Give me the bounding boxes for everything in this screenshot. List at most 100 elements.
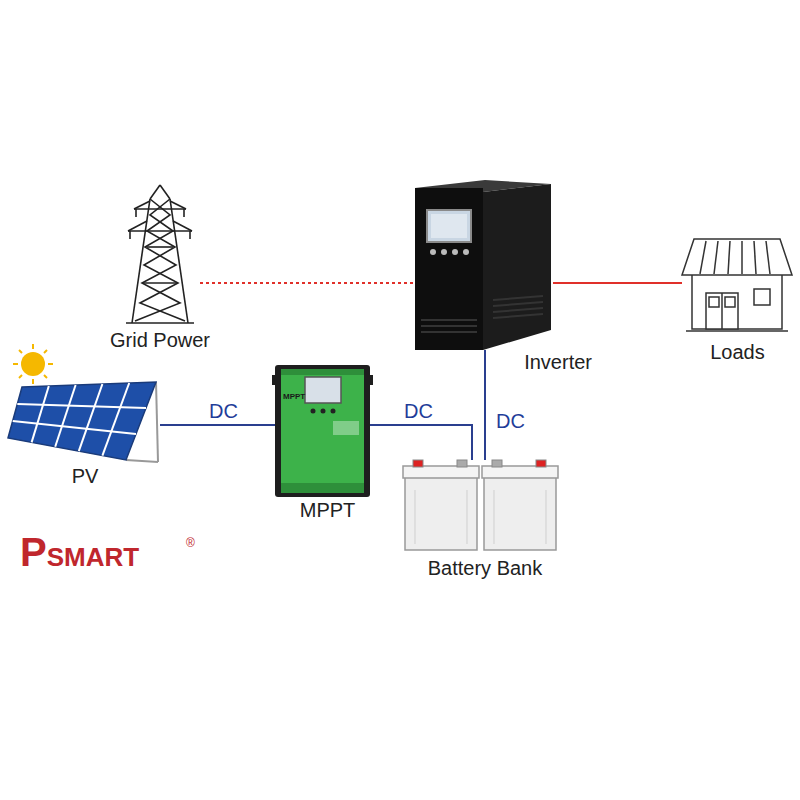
illustration-part bbox=[536, 460, 546, 467]
illustration-part bbox=[19, 350, 22, 353]
illustration-part bbox=[79, 384, 103, 451]
device-marking: MPPT bbox=[283, 392, 305, 401]
illustration-part bbox=[415, 188, 483, 350]
illustration-part bbox=[311, 409, 316, 414]
illustration-part bbox=[766, 241, 770, 274]
node-label: Inverter bbox=[410, 350, 592, 374]
illustration-part bbox=[546, 490, 547, 544]
illustration-part bbox=[156, 382, 158, 462]
illustration-part bbox=[32, 386, 49, 442]
edge-label: DC bbox=[494, 410, 527, 432]
transmission-tower bbox=[120, 185, 200, 325]
mppt-controller bbox=[275, 365, 370, 497]
illustration-part bbox=[134, 201, 150, 209]
illustration-part bbox=[17, 404, 146, 408]
illustration-part bbox=[128, 221, 147, 231]
illustration-part bbox=[331, 409, 336, 414]
illustration-part bbox=[333, 421, 359, 435]
illustration-part bbox=[183, 209, 185, 217]
illustration-part bbox=[682, 239, 792, 275]
illustration-part bbox=[305, 377, 341, 403]
illustration-part bbox=[150, 185, 160, 199]
illustration-part bbox=[427, 210, 471, 242]
illustration-part bbox=[134, 208, 186, 210]
illustration-part bbox=[44, 350, 47, 353]
illustration-part bbox=[272, 375, 276, 385]
house-icon bbox=[682, 235, 792, 335]
illustration-part bbox=[21, 352, 45, 376]
illustration-part bbox=[13, 383, 146, 456]
illustration-part bbox=[484, 474, 556, 550]
illustration-part bbox=[321, 409, 326, 414]
power-line bbox=[553, 282, 682, 284]
illustration-part bbox=[160, 185, 170, 199]
illustration-part bbox=[709, 297, 719, 307]
illustration-part bbox=[463, 249, 469, 255]
illustration-part bbox=[135, 209, 137, 217]
illustration-part bbox=[492, 460, 502, 467]
illustration-part bbox=[741, 241, 743, 274]
illustration-part bbox=[483, 184, 551, 350]
illustration-part bbox=[413, 460, 423, 467]
illustration-part bbox=[421, 331, 477, 333]
node-label: PV bbox=[10, 464, 160, 488]
illustration-part bbox=[281, 369, 364, 375]
illustration-part bbox=[706, 293, 738, 329]
illustration-part bbox=[13, 344, 53, 384]
battery-bank: Battery Bank bbox=[400, 458, 570, 580]
node-label: Grid Power bbox=[95, 328, 225, 352]
illustration-part bbox=[143, 282, 177, 284]
grid-power: Grid Power bbox=[95, 180, 225, 352]
illustration-part bbox=[147, 246, 173, 248]
illustration-part bbox=[32, 344, 34, 349]
illustration-part bbox=[714, 241, 718, 274]
illustration-part bbox=[275, 365, 370, 497]
power-line bbox=[484, 350, 486, 460]
illustration-part bbox=[430, 249, 436, 255]
illustration-part bbox=[32, 379, 34, 384]
illustration-part bbox=[493, 314, 543, 318]
brand-logo: PSMART bbox=[20, 530, 139, 575]
illustration-part bbox=[55, 385, 75, 447]
illustration-part bbox=[13, 363, 18, 365]
illustration-part bbox=[452, 249, 458, 255]
illustration-part bbox=[281, 369, 364, 493]
illustration-part bbox=[132, 199, 150, 323]
illustration-part bbox=[189, 231, 191, 239]
illustration-part bbox=[493, 308, 543, 312]
illustration-part bbox=[725, 297, 735, 307]
illustration-part bbox=[8, 382, 156, 460]
illustration-part bbox=[128, 230, 192, 232]
illustration-part bbox=[48, 363, 53, 365]
power-line bbox=[160, 424, 275, 426]
node-label: MPPT bbox=[270, 498, 385, 522]
registered-mark: ® bbox=[186, 536, 195, 550]
edge-label: DC bbox=[402, 400, 435, 422]
illustration-part bbox=[126, 185, 194, 323]
node-label: Battery Bank bbox=[400, 556, 570, 580]
illustration-part bbox=[405, 474, 477, 550]
pv-array: PV bbox=[10, 340, 160, 488]
illustration-part bbox=[281, 483, 364, 493]
inverter: Inverter bbox=[410, 178, 610, 374]
illustration-part bbox=[403, 460, 558, 550]
illustration-part bbox=[129, 231, 131, 239]
solar-panel bbox=[8, 342, 160, 464]
illustration-part bbox=[126, 460, 158, 462]
loads: Loads bbox=[680, 232, 795, 364]
node-label: Loads bbox=[680, 340, 795, 364]
illustration-part bbox=[369, 375, 373, 385]
illustration-part bbox=[135, 199, 180, 321]
illustration-part bbox=[170, 199, 188, 323]
illustration-part bbox=[754, 289, 770, 305]
mppt-controller: MPPT bbox=[270, 362, 385, 522]
illustration-part bbox=[682, 239, 792, 331]
illustration-part bbox=[421, 296, 543, 332]
illustration-part bbox=[415, 490, 416, 544]
illustration-part bbox=[44, 375, 47, 378]
illustration-part bbox=[754, 241, 756, 274]
illustration-part bbox=[467, 490, 468, 544]
illustration-part bbox=[441, 249, 447, 255]
illustration-part bbox=[721, 293, 723, 329]
inverter-cabinet bbox=[413, 180, 553, 350]
